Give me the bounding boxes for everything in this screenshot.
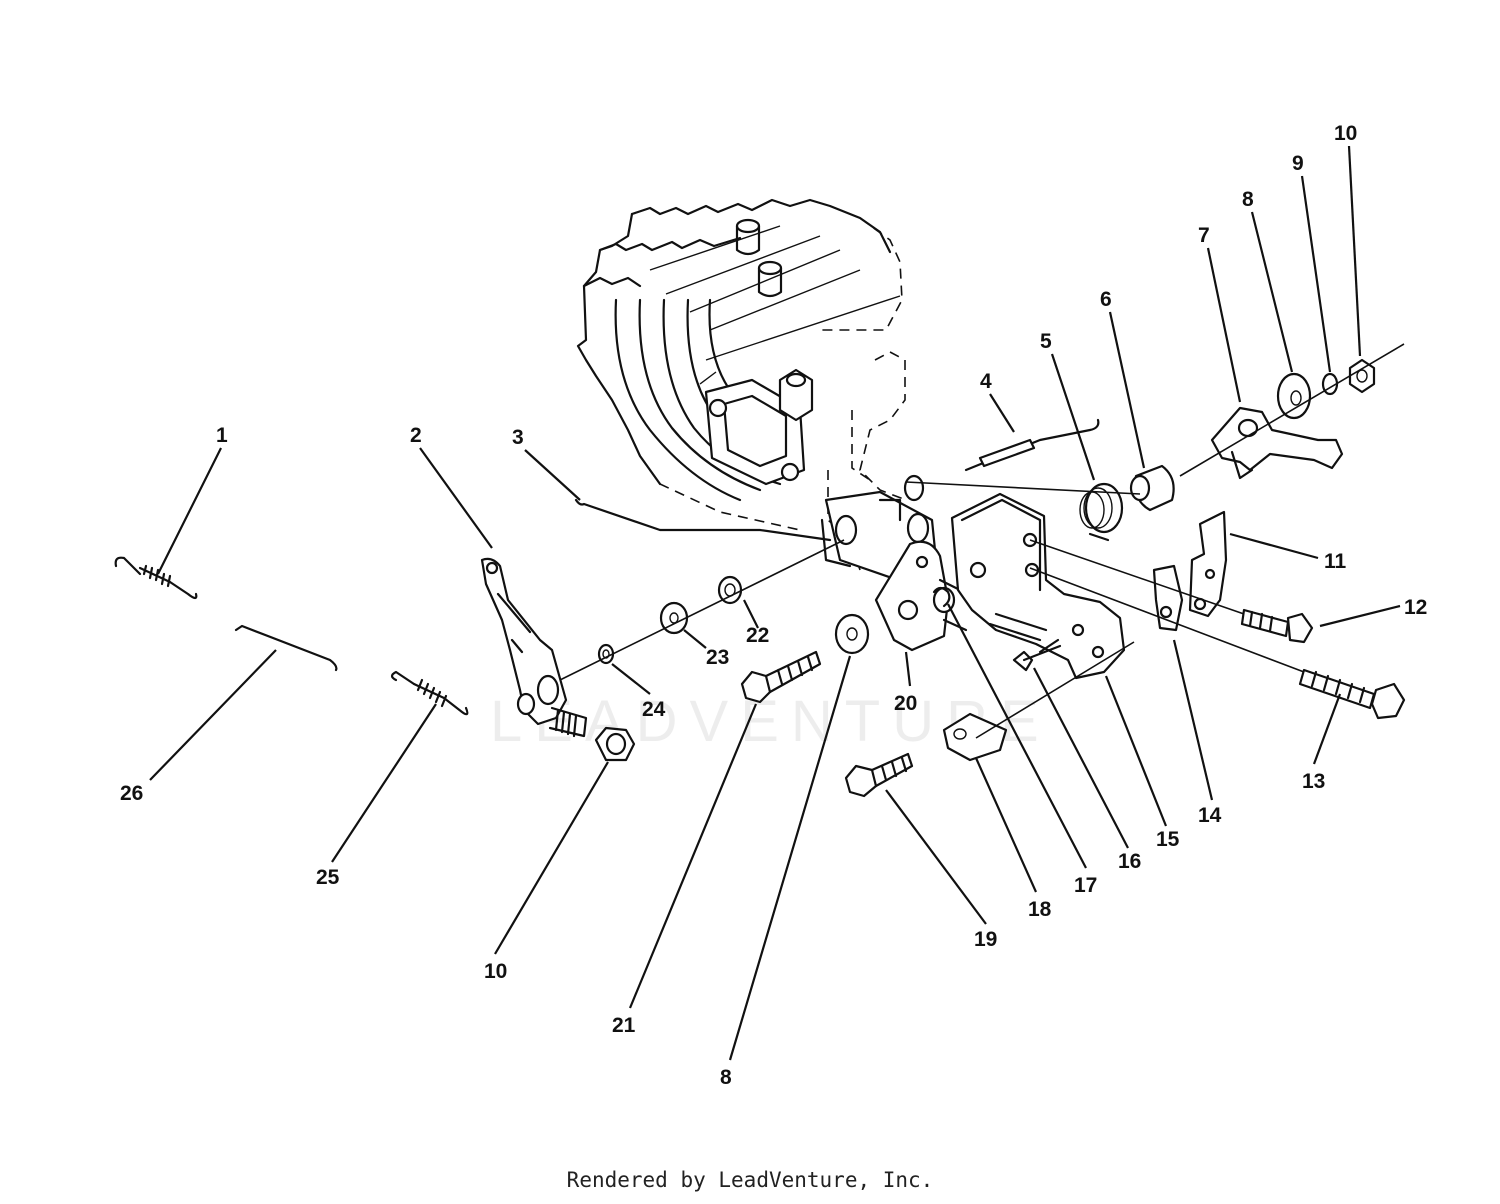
part-2-governor-lever [480,557,588,738]
part-21-bolt [740,650,822,704]
part-16-pin [1012,638,1062,672]
callout-13: 13 [1302,770,1325,793]
part-12-bolt [1240,608,1314,644]
callout-18: 18 [1028,898,1052,921]
part-15-control-plate [950,492,1126,680]
callout-4: 4 [980,370,992,393]
callout-17: 17 [1074,874,1097,897]
part-17-spring [932,586,951,608]
part-14-clip [1152,564,1184,632]
callout-20: 20 [894,692,917,715]
part-8-washer-left [834,613,870,655]
callout-15: 15 [1156,828,1180,851]
assembly-axis-lower [975,539,1305,739]
callout-1: 1 [216,424,228,447]
part-26-governor-link [234,624,338,672]
part-22-bushing [717,575,743,605]
part-3-link-rod [574,498,832,542]
callout-labels: 1 2 3 4 5 6 7 8 9 10 11 12 13 14 15 16 1… [120,122,1427,1089]
part-7-throttle-lever [1210,406,1344,480]
part-10-nut-left [594,726,636,762]
callout-3: 3 [512,426,524,449]
part-19-screw [844,752,914,798]
part-1-governor-spring [114,556,198,600]
callout-25: 25 [316,866,340,889]
part-25-spring [390,670,469,716]
part-6-bushing [1129,464,1175,512]
callout-10-left: 10 [484,960,507,983]
assembly-axis-left [559,539,845,681]
callout-16: 16 [1118,850,1141,873]
callout-8-lower: 8 [720,1066,732,1089]
callout-8: 8 [1242,188,1254,211]
callout-26: 26 [120,782,143,805]
callout-2: 2 [410,424,422,447]
part-13-long-bolt [1298,668,1406,720]
callout-24: 24 [642,698,666,721]
part-10-nut-right [1348,358,1376,394]
part-11-bracket [1188,510,1228,618]
callout-22: 22 [746,624,769,647]
callout-10: 10 [1334,122,1357,145]
assembly-axis-right [905,343,1405,495]
callout-6: 6 [1100,288,1112,311]
callout-11: 11 [1324,550,1347,573]
callout-5: 5 [1040,330,1052,353]
callout-7: 7 [1198,224,1210,247]
part-8-washer-right [1276,372,1312,420]
callout-12: 12 [1404,596,1427,619]
callout-19: 19 [974,928,997,951]
callout-23: 23 [706,646,729,669]
callout-14: 14 [1198,804,1222,827]
part-4-throttle-rod [964,418,1100,472]
callout-9: 9 [1292,152,1304,175]
part-18-clip-nut [942,712,1008,762]
leader-lines [149,145,1401,1061]
part-5-torsion-spring [1079,482,1124,542]
footer-credit: Rendered by LeadVenture, Inc. [566,1168,934,1192]
callout-21: 21 [612,1014,636,1037]
